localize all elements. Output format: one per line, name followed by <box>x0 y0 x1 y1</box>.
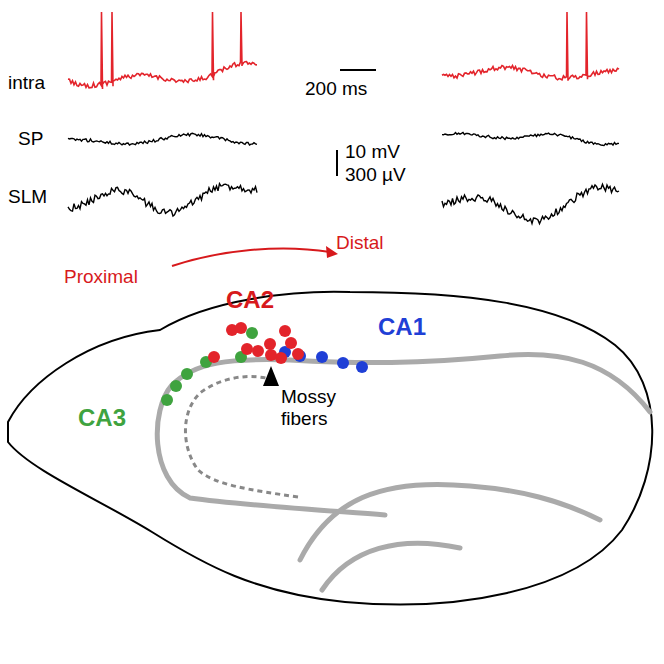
cell-dots <box>161 322 368 406</box>
dentate-gyrus-upper <box>300 484 600 560</box>
cell-dot <box>241 343 253 355</box>
cell-dot <box>264 338 276 350</box>
signal-trace <box>68 133 257 145</box>
pyramidal-layer <box>157 354 650 515</box>
cell-dot <box>279 325 291 337</box>
scale-label: 10 mV <box>345 141 400 163</box>
amplitude-scale-bar <box>336 150 338 176</box>
structure-label: Mossy fibers <box>281 386 361 430</box>
trace-label: SLM <box>8 186 47 208</box>
hippocampus-outline <box>8 292 652 605</box>
direction-arrow <box>172 248 330 266</box>
region-label: CA1 <box>378 313 426 341</box>
cell-dot <box>292 348 304 360</box>
direction-label: Proximal <box>64 266 138 288</box>
trace-label: intra <box>8 72 45 94</box>
mossy-fiber-arrowhead <box>263 366 279 386</box>
signal-trace <box>442 184 619 223</box>
signal-trace <box>442 133 619 146</box>
cell-dot <box>337 357 349 369</box>
direction-label: Distal <box>336 232 384 254</box>
cell-dot <box>316 351 328 363</box>
region-label: CA2 <box>226 286 274 314</box>
time-scale-bar <box>340 69 376 71</box>
scale-label: 200 ms <box>305 78 367 100</box>
cell-dot <box>170 380 182 392</box>
trace-label: SP <box>18 128 43 150</box>
cell-dot <box>252 345 264 357</box>
cell-dot <box>265 349 277 361</box>
cell-dot <box>285 337 297 349</box>
signal-trace <box>68 184 257 217</box>
cell-dot <box>235 322 247 334</box>
cell-dot <box>181 368 193 380</box>
cell-dot <box>246 327 258 339</box>
signal-trace <box>442 12 619 81</box>
cell-dot <box>356 361 368 373</box>
voltage-traces <box>68 12 619 224</box>
cell-dot <box>208 351 220 363</box>
region-label: CA3 <box>78 404 126 432</box>
signal-trace <box>68 12 257 89</box>
dentate-gyrus-lower <box>322 543 460 590</box>
scale-label: 300 µV <box>345 164 406 186</box>
cell-dot <box>161 394 173 406</box>
